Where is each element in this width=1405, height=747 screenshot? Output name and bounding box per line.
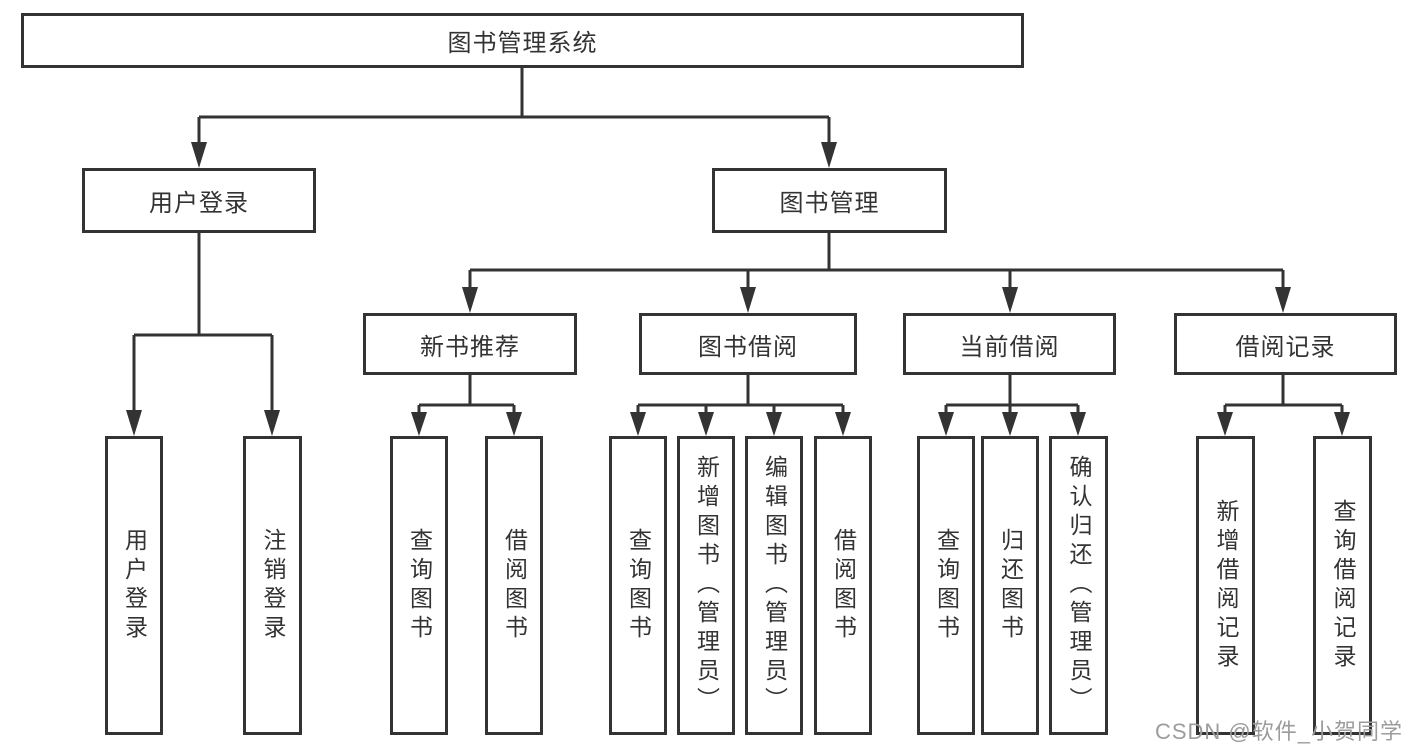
node-book-management: 图书管理 bbox=[712, 168, 947, 233]
node-book-borrowing: 图书借阅 bbox=[639, 313, 857, 375]
connector-login-to-leaves bbox=[126, 233, 280, 436]
arrowhead bbox=[191, 142, 207, 168]
leaf-query-books-current: 查询图书 bbox=[917, 436, 975, 735]
node-label: 新书推荐 bbox=[420, 333, 520, 361]
arrowhead bbox=[698, 412, 714, 436]
leaf-label: 用户登录 bbox=[121, 527, 148, 644]
leaf-add-books-admin: 新增图书（管理员） bbox=[677, 436, 735, 735]
leaf-query-books-borrow: 查询图书 bbox=[609, 436, 667, 735]
leaf-label: 确认归还（管理员） bbox=[1066, 455, 1092, 716]
node-new-book-recommend: 新书推荐 bbox=[363, 313, 577, 375]
leaf-borrow-books: 借阅图书 bbox=[814, 436, 872, 735]
leaf-label: 查询图书 bbox=[933, 527, 960, 644]
leaf-user-login: 用户登录 bbox=[105, 436, 163, 735]
leaf-logout: 注销登录 bbox=[243, 436, 302, 735]
arrowhead bbox=[506, 412, 522, 436]
leaf-label: 注销登录 bbox=[260, 527, 286, 644]
connector-current-to-leaves bbox=[938, 374, 1086, 436]
arrowhead bbox=[938, 412, 954, 436]
csdn-watermark: CSDN @软件_小贺同学 bbox=[1154, 719, 1403, 744]
leaf-label: 查询借阅记录 bbox=[1330, 498, 1356, 673]
arrowhead bbox=[821, 142, 837, 168]
arrowhead bbox=[462, 287, 478, 313]
node-label: 借阅记录 bbox=[1235, 333, 1336, 361]
node-root-library-system: 图书管理系统 bbox=[21, 13, 1024, 68]
leaf-query-borrow-record: 查询借阅记录 bbox=[1313, 436, 1372, 735]
connector-borrow-to-leaves bbox=[630, 374, 851, 436]
leaf-edit-books-admin: 编辑图书（管理员） bbox=[745, 436, 803, 735]
leaf-label: 借阅图书 bbox=[501, 527, 528, 644]
node-label: 当前借阅 bbox=[959, 333, 1060, 361]
leaf-label: 借阅图书 bbox=[830, 527, 857, 644]
leaf-label: 归还图书 bbox=[997, 527, 1024, 644]
arrowhead bbox=[126, 410, 142, 436]
leaf-label: 编辑图书（管理员） bbox=[761, 455, 788, 716]
arrowhead bbox=[766, 412, 782, 436]
node-label: 用户登录 bbox=[149, 190, 249, 217]
leaf-query-books-recommend: 查询图书 bbox=[390, 436, 448, 735]
arrowhead bbox=[264, 410, 280, 436]
leaf-label: 查询图书 bbox=[406, 527, 433, 644]
arrowhead bbox=[1275, 287, 1291, 313]
arrowhead bbox=[1217, 412, 1233, 436]
arrowhead bbox=[411, 412, 427, 436]
connector-root-to-level2 bbox=[191, 68, 837, 168]
node-label: 图书管理 bbox=[779, 190, 880, 217]
arrowhead bbox=[1002, 412, 1018, 436]
arrowhead bbox=[740, 287, 756, 313]
leaf-label: 新增图书（管理员） bbox=[693, 455, 720, 716]
node-borrow-records: 借阅记录 bbox=[1174, 313, 1397, 375]
leaf-borrow-books-recommend: 借阅图书 bbox=[485, 436, 543, 735]
node-label: 图书管理系统 bbox=[447, 30, 598, 57]
node-label: 图书借阅 bbox=[698, 333, 798, 361]
connector-mgmt-to-level3 bbox=[462, 233, 1291, 313]
node-current-borrowing: 当前借阅 bbox=[903, 313, 1116, 375]
arrowhead bbox=[630, 412, 646, 436]
leaf-return-books: 归还图书 bbox=[981, 436, 1039, 735]
arrowhead bbox=[1334, 412, 1350, 436]
arrowhead bbox=[1002, 287, 1018, 313]
connector-records-to-leaves bbox=[1217, 374, 1350, 436]
leaf-add-borrow-record: 新增借阅记录 bbox=[1196, 436, 1255, 735]
arrowhead bbox=[1070, 412, 1086, 436]
leaf-label: 新增借阅记录 bbox=[1213, 498, 1239, 673]
leaf-label: 查询图书 bbox=[625, 527, 652, 644]
node-user-login: 用户登录 bbox=[82, 168, 316, 233]
arrowhead bbox=[835, 412, 851, 436]
connector-recommend-to-leaves bbox=[411, 374, 522, 436]
leaf-confirm-return-admin: 确认归还（管理员） bbox=[1049, 436, 1108, 735]
